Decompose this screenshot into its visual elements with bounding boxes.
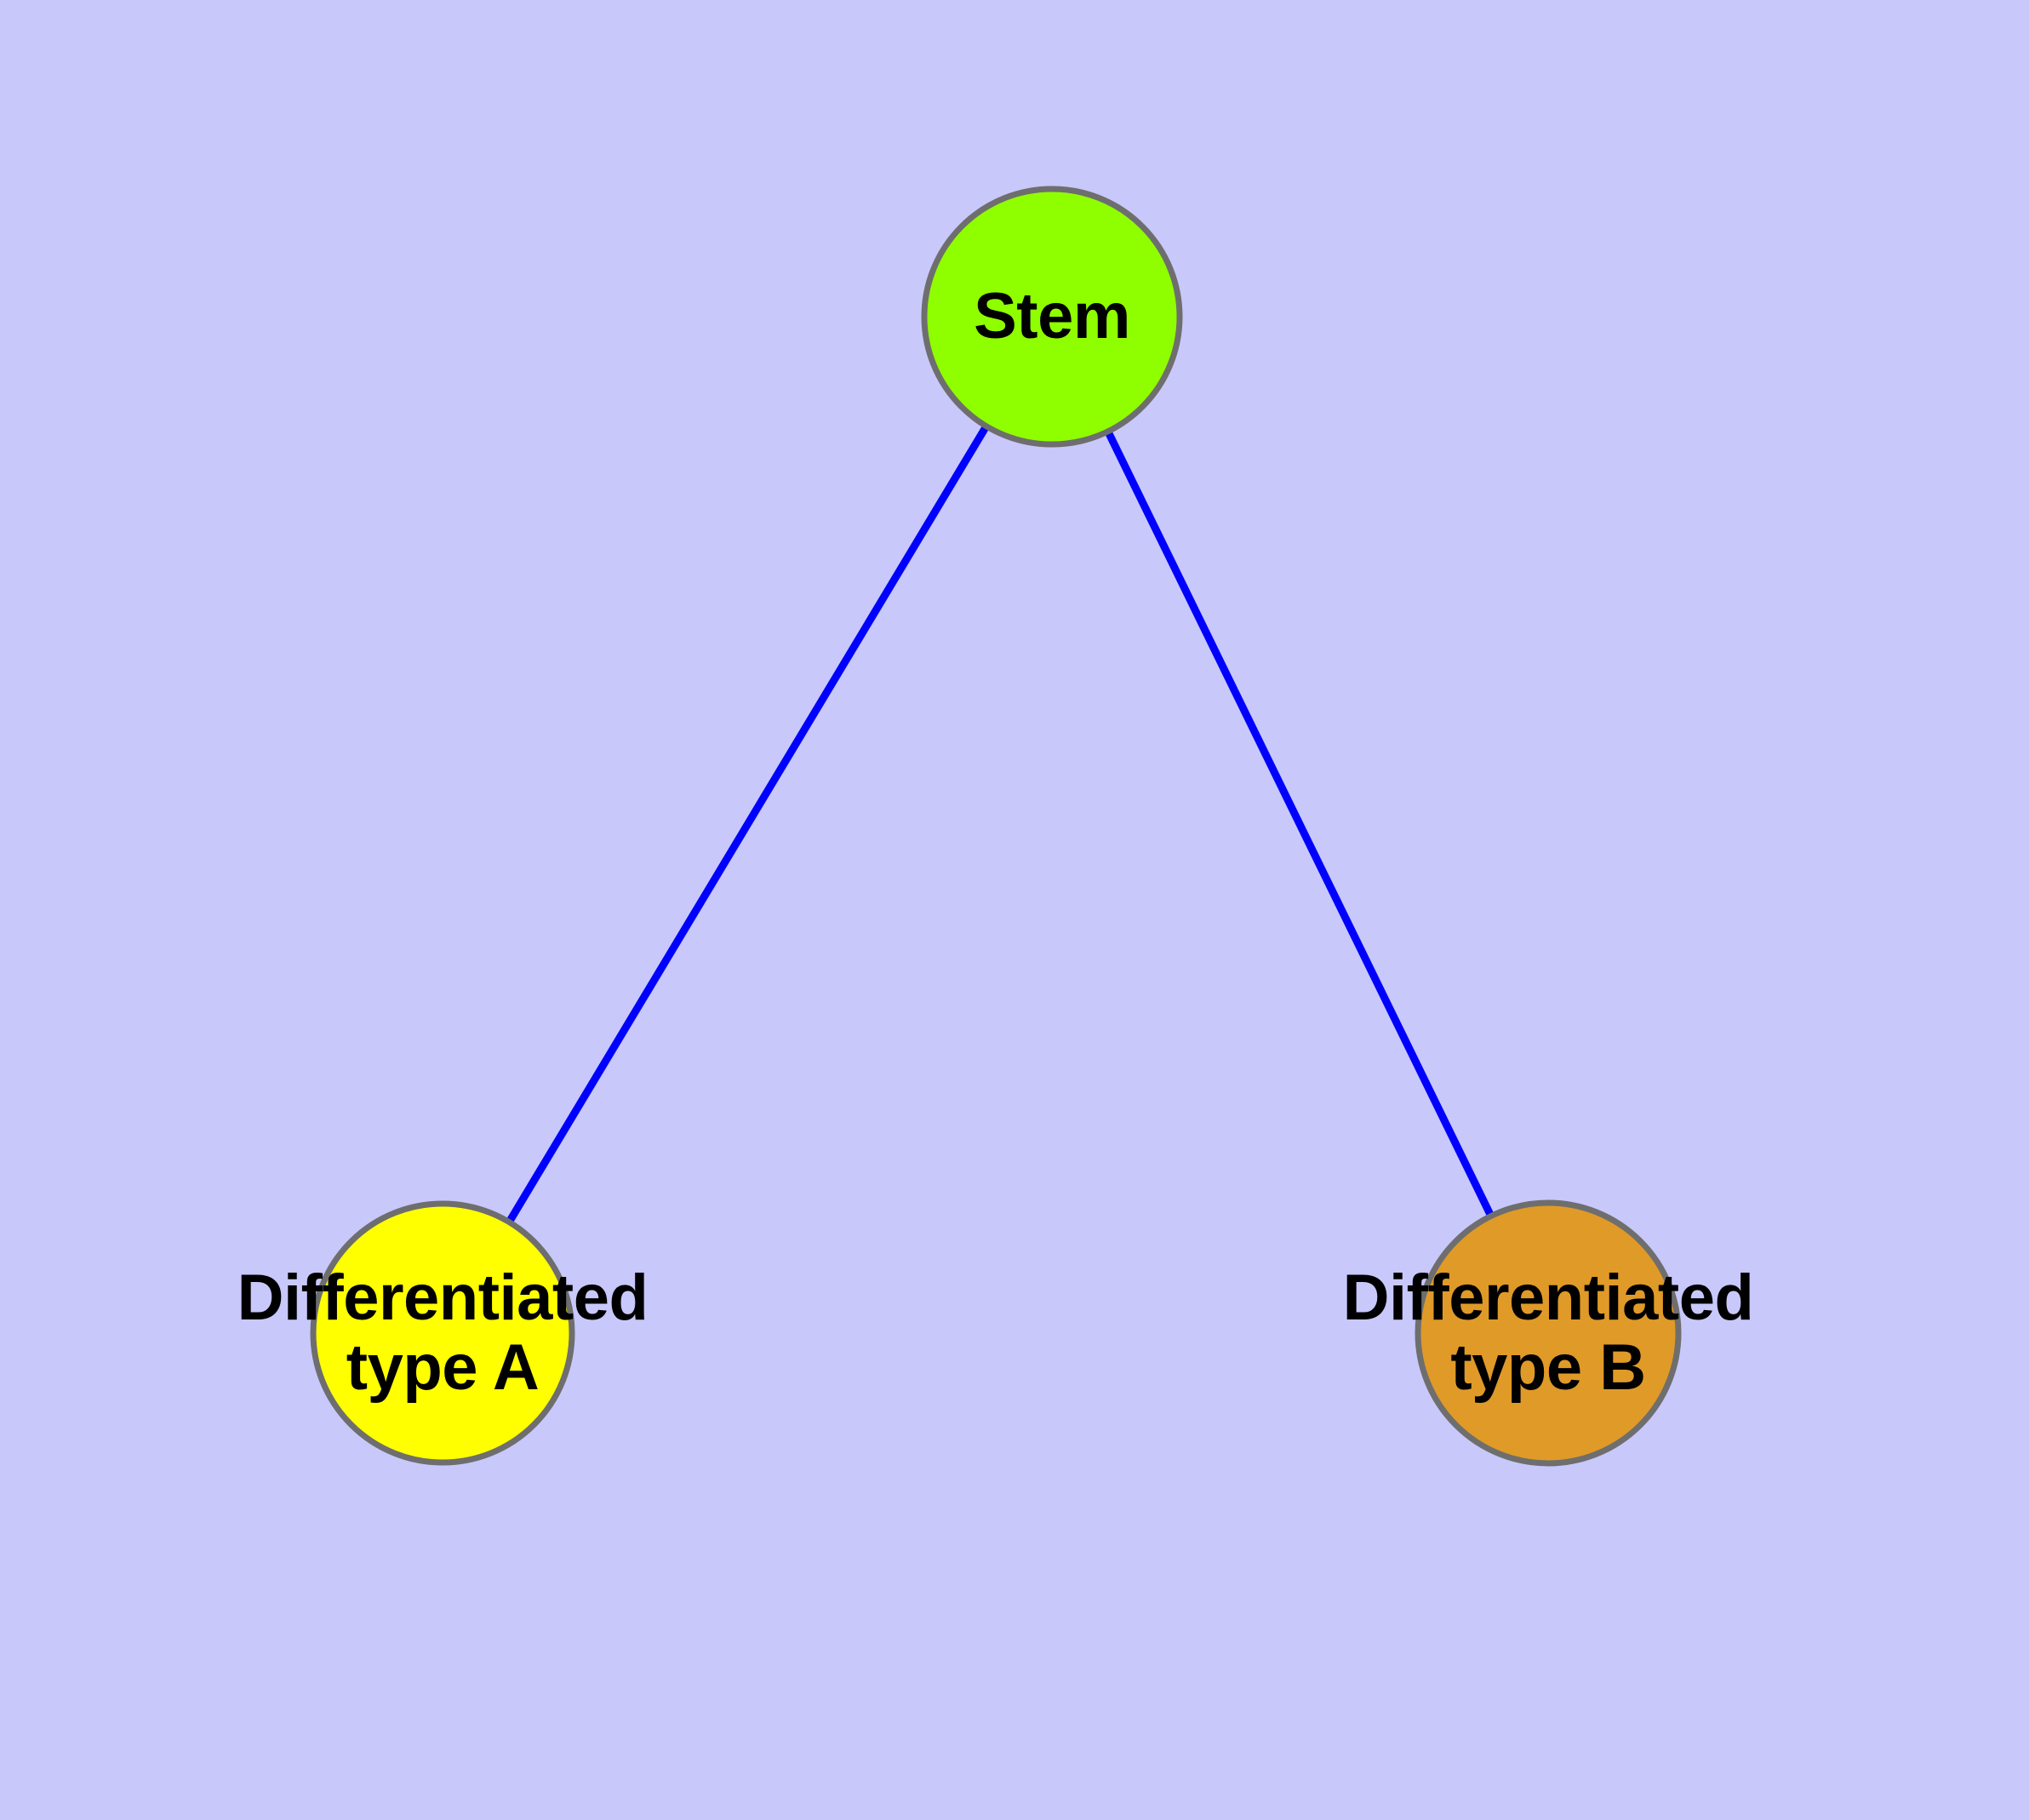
graph-node-diff-a[interactable] (310, 1200, 575, 1466)
graph-edge[interactable] (439, 314, 1055, 1336)
node-layer (310, 186, 1682, 1467)
edge-layer (439, 314, 1552, 1336)
graph-edge[interactable] (1048, 315, 1552, 1335)
graph-node-diff-b[interactable] (1415, 1199, 1682, 1467)
graph-node-stem[interactable] (921, 186, 1183, 448)
